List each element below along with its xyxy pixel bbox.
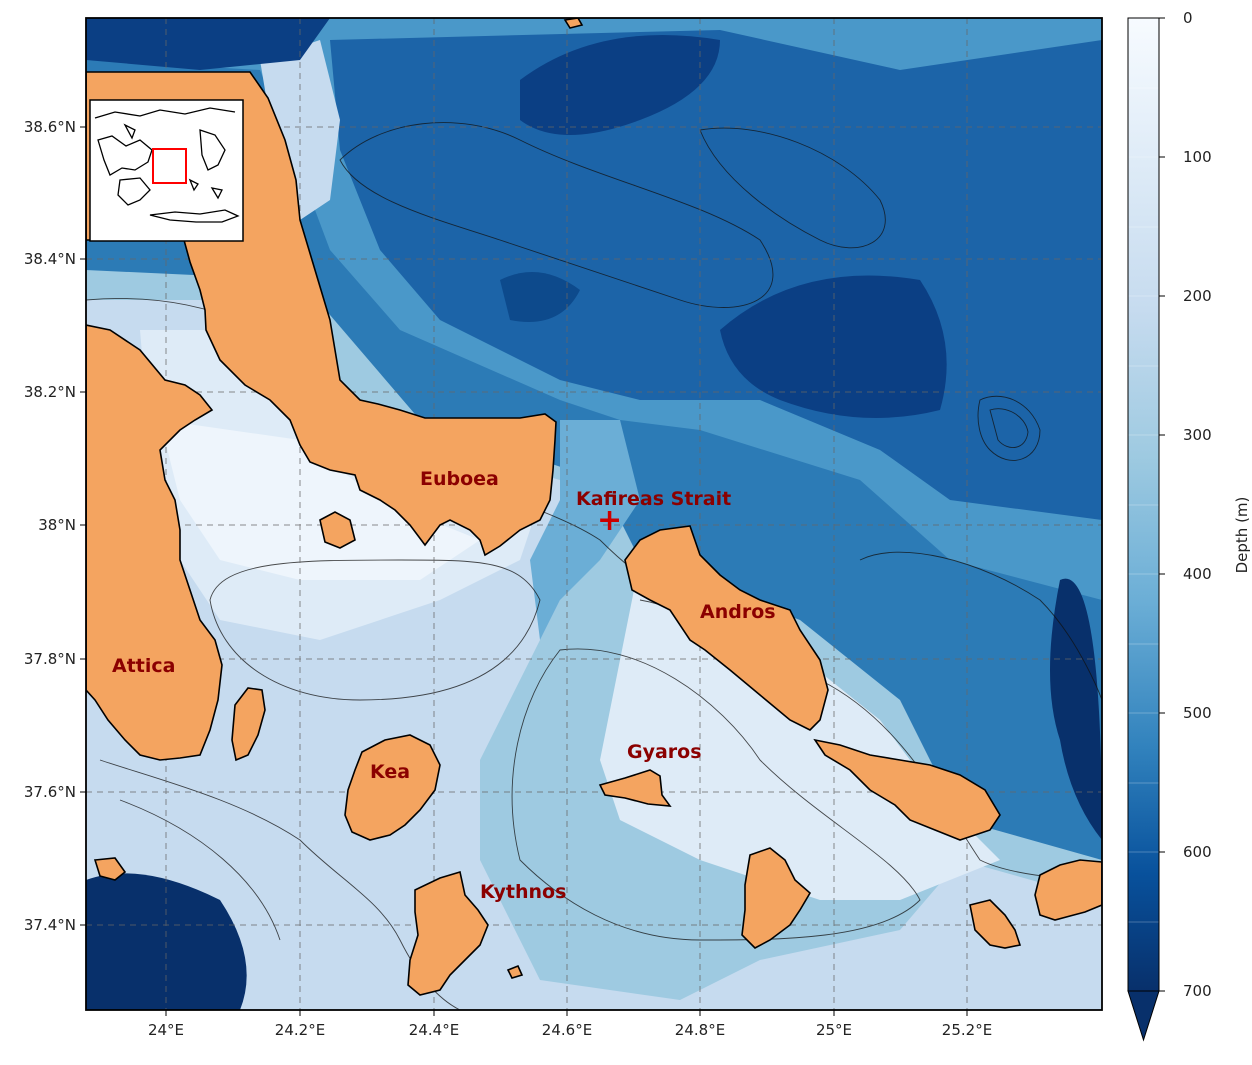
colorbar-tick-label: 100 xyxy=(1183,148,1212,166)
label-kea: Kea xyxy=(370,761,410,783)
andros-landmass xyxy=(624,525,829,731)
colorbar-bands xyxy=(1128,87,1159,923)
attica-landmass xyxy=(86,324,223,761)
label-attica: Attica xyxy=(112,655,175,677)
mykonos-landmass xyxy=(969,899,1022,949)
islet-kythnos-east xyxy=(506,964,524,979)
lat-tick-label: 37.6°N xyxy=(24,783,76,801)
label-kafireas-strait: Kafireas Strait xyxy=(576,488,731,510)
latitude-axis: 38.6°N 38.4°N 38.2°N 38°N 37.8°N 37.6°N … xyxy=(24,118,86,934)
depth-band-deepest-c xyxy=(500,272,580,322)
colorbar-tick-label: 500 xyxy=(1183,704,1212,722)
lon-tick-label: 24°E xyxy=(148,1021,184,1039)
gyaros-landmass xyxy=(598,769,672,807)
tinos-landmass xyxy=(813,738,1001,841)
colorbar-tick-label: 0 xyxy=(1183,9,1193,27)
lon-tick-label: 25°E xyxy=(816,1021,852,1039)
lon-tick-label: 25.2°E xyxy=(942,1021,992,1039)
longitude-axis: 24°E 24.2°E 24.4°E 24.6°E 24.8°E 25°E 25… xyxy=(148,1010,992,1039)
lon-tick-label: 24.4°E xyxy=(409,1021,459,1039)
islet-west-a xyxy=(231,687,266,762)
depth-band-deepest-east xyxy=(1050,578,1102,840)
graticule xyxy=(86,18,1102,1010)
colorbar-title: Depth (m) xyxy=(1233,497,1251,574)
bathymetry-map: Euboea Kafireas Strait + Andros Attica G… xyxy=(86,18,1102,1010)
syros-landmass xyxy=(741,847,812,949)
lon-tick-label: 24.2°E xyxy=(275,1021,325,1039)
label-andros: Andros xyxy=(700,601,776,623)
lat-tick-label: 38.2°N xyxy=(24,383,76,401)
colorbar-extend-arrow xyxy=(1127,990,1160,1042)
colorbar-tick-label: 700 xyxy=(1183,982,1212,1000)
label-euboea: Euboea xyxy=(420,468,499,490)
colorbar-tick-label: 200 xyxy=(1183,287,1212,305)
lat-tick-label: 38.6°N xyxy=(24,118,76,136)
inset-region-box xyxy=(152,148,187,184)
depth-band-deepest-a xyxy=(520,35,720,135)
lat-tick-label: 37.8°N xyxy=(24,650,76,668)
islet-southwest xyxy=(93,857,127,881)
east-island-landmass xyxy=(1034,859,1102,921)
colorbar-ticks: 0 100 200 300 400 500 600 700 xyxy=(1159,9,1212,1000)
strait-deep-channel xyxy=(530,420,640,640)
colorbar-tick-label: 300 xyxy=(1183,426,1212,444)
lat-tick-label: 38.4°N xyxy=(24,250,76,268)
kafireas-marker: + xyxy=(597,503,622,538)
colorbar-tick-label: 400 xyxy=(1183,565,1212,583)
kythnos-landmass xyxy=(407,870,489,996)
label-gyaros: Gyaros xyxy=(627,741,702,763)
inset-overview-map xyxy=(89,99,244,242)
kea-landmass xyxy=(344,734,441,841)
lon-tick-label: 24.6°E xyxy=(542,1021,592,1039)
depth-band-deepest-b xyxy=(720,275,947,418)
depth-colorbar: 0 100 200 300 400 500 600 700 Depth (m) xyxy=(1127,9,1251,1042)
deep-northwest-corner xyxy=(86,18,330,70)
colorbar-tick-label: 600 xyxy=(1183,843,1212,861)
islet-west-b xyxy=(319,511,356,549)
shelf-very-shallow xyxy=(160,420,480,580)
lon-tick-label: 24.8°E xyxy=(675,1021,725,1039)
label-kythnos: Kythnos xyxy=(480,881,566,903)
colorbar-frame xyxy=(1127,17,1160,992)
map-frame xyxy=(85,17,1103,1011)
lat-tick-label: 37.4°N xyxy=(24,916,76,934)
lat-tick-label: 38°N xyxy=(38,516,76,534)
deep-southwest xyxy=(86,873,247,1010)
